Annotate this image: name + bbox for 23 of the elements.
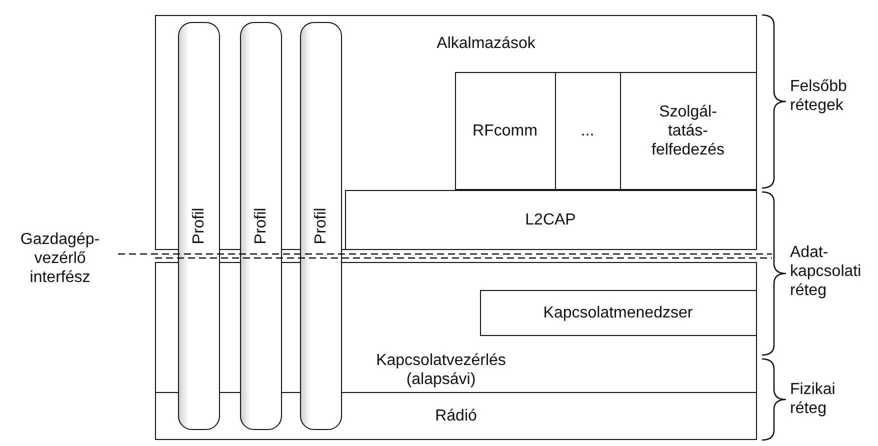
box-label: Profil — [190, 208, 208, 244]
layer-label: Adat- kapcsolati réteg — [790, 243, 862, 300]
profile-bar — [178, 22, 220, 430]
protocol-box — [344, 190, 756, 250]
box-label: Kapcsolatvezérlés (alapsávi) — [375, 351, 507, 389]
box-label: Szolgál- tatás- felfedezés — [650, 102, 726, 159]
box-label: Profil — [312, 208, 330, 244]
box-label: Alkalmazások — [436, 34, 536, 53]
layer-label: Fizikai réteg — [790, 380, 836, 418]
layer-label: Felsőbb rétegek — [790, 77, 848, 115]
protocol-box — [454, 72, 556, 190]
box-label: L2CAP — [525, 210, 576, 229]
box-label: Rádió — [435, 406, 477, 426]
protocol-box — [480, 290, 756, 336]
box-label: Kapcsolatmenedzser — [543, 303, 693, 322]
interface-label: Gazdagép- vezérlő interfész — [19, 230, 101, 287]
box-label: ... — [580, 121, 594, 140]
box-label: Profil — [252, 208, 270, 244]
protocol-box — [620, 72, 756, 190]
protocol-box — [554, 72, 620, 190]
profile-bar — [240, 22, 282, 430]
profile-bar — [300, 22, 342, 430]
box-label: RFcomm — [472, 121, 538, 140]
